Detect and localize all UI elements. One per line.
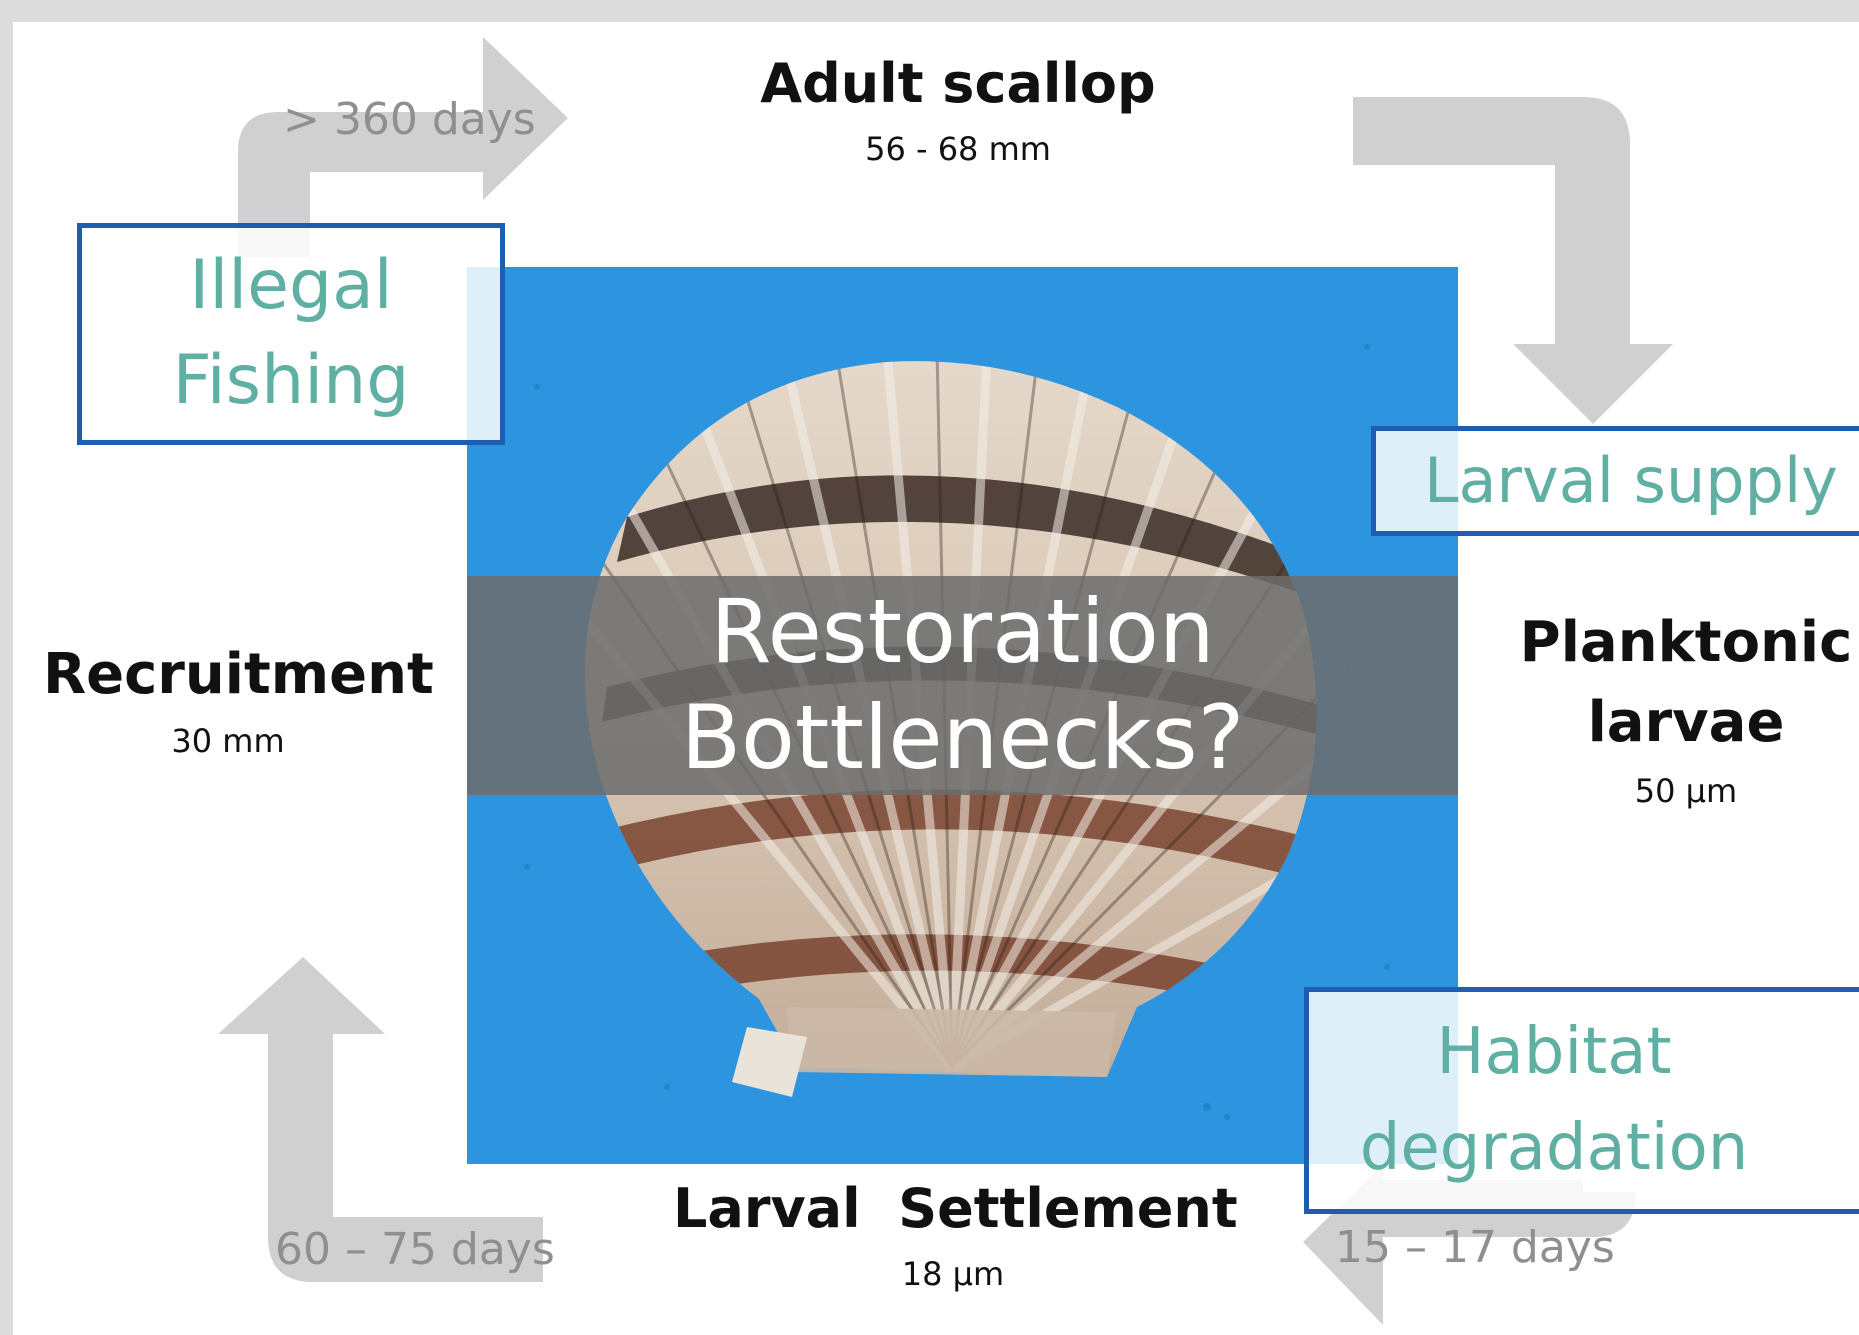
threat-illegal-fishing: Illegal Fishing: [77, 223, 505, 445]
threat-illegal-fishing-line1: Illegal: [82, 238, 500, 333]
threat-habitat-line1: Habitat: [1309, 1004, 1799, 1100]
center-text-line1: Restoration: [467, 588, 1458, 676]
adult-scallop-title: Adult scallop: [758, 52, 1158, 115]
larval-settlement-title: Larval Settlement: [673, 1177, 1233, 1240]
duration-larvae-to-settlement: 15 – 17 days: [1335, 1222, 1615, 1273]
adult-scallop-size: 56 - 68 mm: [758, 130, 1158, 168]
duration-settlement-to-recruit: 60 – 75 days: [275, 1224, 555, 1275]
recruitment-size: 30 mm: [43, 722, 413, 760]
threat-habitat-degradation: Habitat degradation: [1304, 987, 1859, 1214]
planktonic-larvae-title-line1: Planktonic: [1513, 610, 1859, 675]
larval-settlement-size: 18 µm: [673, 1255, 1233, 1293]
threat-habitat-line2: degradation: [1309, 1100, 1799, 1196]
recruitment-title: Recruitment: [43, 642, 413, 707]
bottleneck-banner: Restoration Bottlenecks?: [467, 576, 1458, 795]
duration-recruit-to-adult: > 360 days: [283, 94, 536, 145]
threat-larval-supply-line1: Larval supply: [1424, 431, 1859, 531]
planktonic-larvae-title-line2: larvae: [1513, 690, 1859, 755]
threat-illegal-fishing-line2: Fishing: [82, 333, 500, 428]
threat-larval-supply: Larval supply: [1371, 426, 1859, 536]
center-text-line2: Bottlenecks?: [467, 694, 1458, 782]
lifecycle-diagram: Adult scallop 56 - 68 mm Planktonic larv…: [13, 22, 1859, 1335]
planktonic-larvae-size: 50 µm: [1513, 772, 1859, 810]
